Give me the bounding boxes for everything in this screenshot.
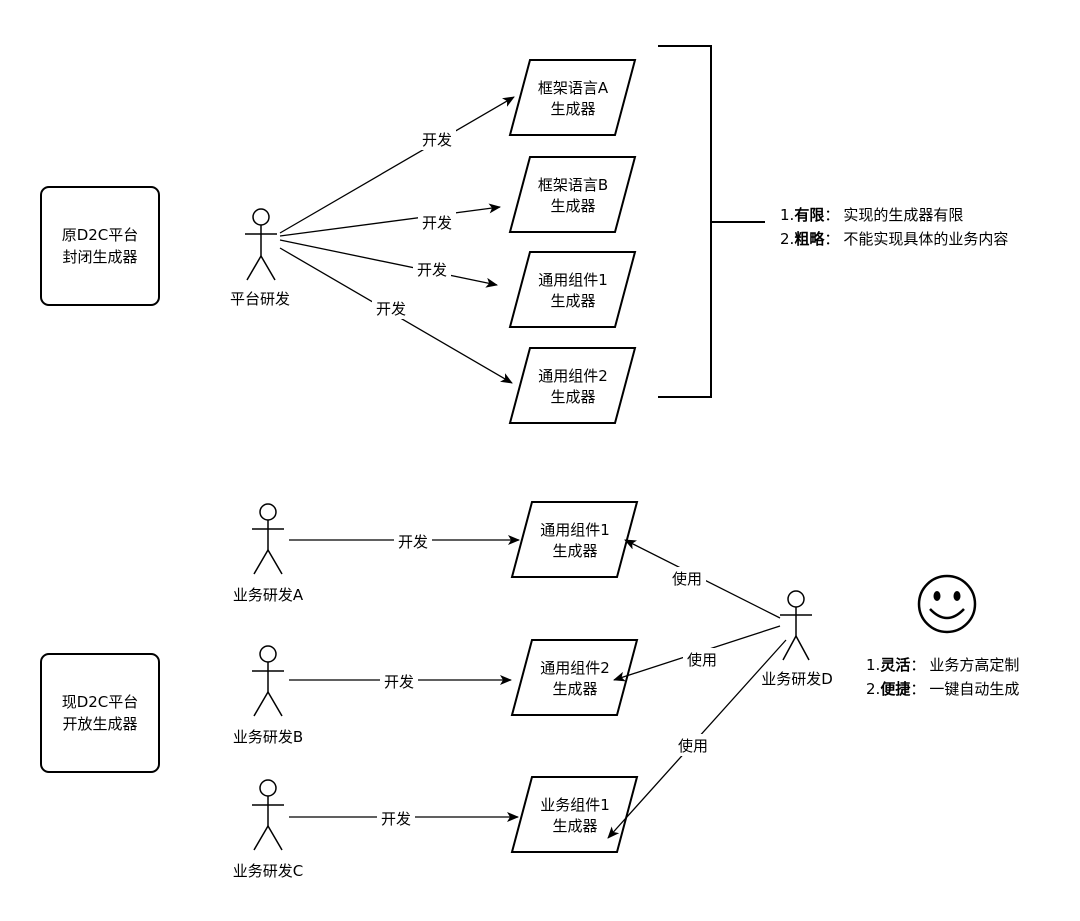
platform-dev-label: 平台研发 bbox=[230, 290, 290, 308]
biz-dev-c-label: 业务研发C bbox=[233, 862, 303, 880]
top-arrows bbox=[279, 96, 515, 384]
svg-text:生成器: 生成器 bbox=[550, 197, 595, 215]
edge-label-develop: 开发 bbox=[384, 673, 414, 691]
svg-text:生成器: 生成器 bbox=[552, 680, 597, 698]
generator-framework-b: 框架语言B 生成器 bbox=[508, 156, 637, 233]
svg-text:通用组件1: 通用组件1 bbox=[540, 521, 610, 539]
generator-common-component-2-top: 通用组件2 生成器 bbox=[508, 347, 637, 424]
generator-common-component-2-bottom: 通用组件2 生成器 bbox=[510, 639, 639, 716]
biz-dev-b-actor bbox=[252, 645, 284, 717]
biz-dev-d-label: 业务研发D bbox=[761, 670, 833, 688]
svg-text:框架语言B: 框架语言B bbox=[538, 176, 608, 194]
biz-dev-d-actor bbox=[780, 590, 812, 661]
edge-label-develop: 开发 bbox=[381, 810, 411, 828]
platform-dev-actor bbox=[245, 208, 277, 281]
note-limited: 1.有限：实现的生成器有限 bbox=[780, 206, 963, 224]
edge-label-develop: 开发 bbox=[398, 533, 428, 551]
new-platform-line1: 现D2C平台 bbox=[62, 693, 139, 711]
generator-common-component-1-bottom: 通用组件1 生成器 bbox=[510, 501, 639, 578]
top-notes: 1.有限：实现的生成器有限 2.粗略：不能实现具体的业务内容 bbox=[780, 206, 1008, 248]
note-flexible: 1.灵活：业务方高定制 bbox=[866, 656, 1019, 674]
note-convenient: 2.便捷：一键自动生成 bbox=[866, 680, 1019, 698]
generator-business-component-1: 业务组件1 生成器 bbox=[510, 776, 639, 853]
old-platform-line1: 原D2C平台 bbox=[62, 226, 139, 244]
biz-dev-a-label: 业务研发A bbox=[233, 586, 304, 604]
note-rough: 2.粗略：不能实现具体的业务内容 bbox=[780, 230, 1008, 248]
edge-label-develop: 开发 bbox=[376, 300, 406, 318]
svg-text:通用组件2: 通用组件2 bbox=[540, 659, 610, 677]
svg-text:生成器: 生成器 bbox=[550, 292, 595, 310]
edge-label-develop: 开发 bbox=[422, 131, 452, 149]
new-platform-line2: 开放生成器 bbox=[62, 715, 137, 733]
svg-text:生成器: 生成器 bbox=[550, 100, 595, 118]
svg-text:通用组件1: 通用组件1 bbox=[538, 271, 608, 289]
edge-label-use: 使用 bbox=[687, 651, 717, 669]
biz-dev-a-actor bbox=[252, 503, 284, 575]
bottom-notes: 1.灵活：业务方高定制 2.便捷：一键自动生成 bbox=[866, 656, 1019, 698]
old-platform-line2: 封闭生成器 bbox=[62, 248, 137, 266]
svg-text:业务组件1: 业务组件1 bbox=[540, 796, 610, 814]
smiley-face-icon bbox=[917, 574, 977, 634]
edge-label-develop: 开发 bbox=[417, 261, 447, 279]
bracket bbox=[658, 45, 765, 398]
svg-text:生成器: 生成器 bbox=[550, 388, 595, 406]
new-platform-box: 现D2C平台 开放生成器 bbox=[40, 653, 160, 773]
edge-label-develop: 开发 bbox=[422, 214, 452, 232]
edge-label-use: 使用 bbox=[678, 737, 708, 755]
generator-common-component-1-top: 通用组件1 生成器 bbox=[508, 251, 637, 328]
edge-label-use: 使用 bbox=[672, 570, 702, 588]
generator-framework-a: 框架语言A 生成器 bbox=[508, 59, 637, 136]
svg-text:通用组件2: 通用组件2 bbox=[538, 367, 608, 385]
svg-text:生成器: 生成器 bbox=[552, 817, 597, 835]
biz-dev-b-label: 业务研发B bbox=[233, 728, 303, 746]
old-platform-box: 原D2C平台 封闭生成器 bbox=[40, 186, 160, 306]
svg-text:框架语言A: 框架语言A bbox=[538, 79, 609, 97]
svg-text:生成器: 生成器 bbox=[552, 542, 597, 560]
biz-dev-c-actor bbox=[252, 779, 284, 851]
